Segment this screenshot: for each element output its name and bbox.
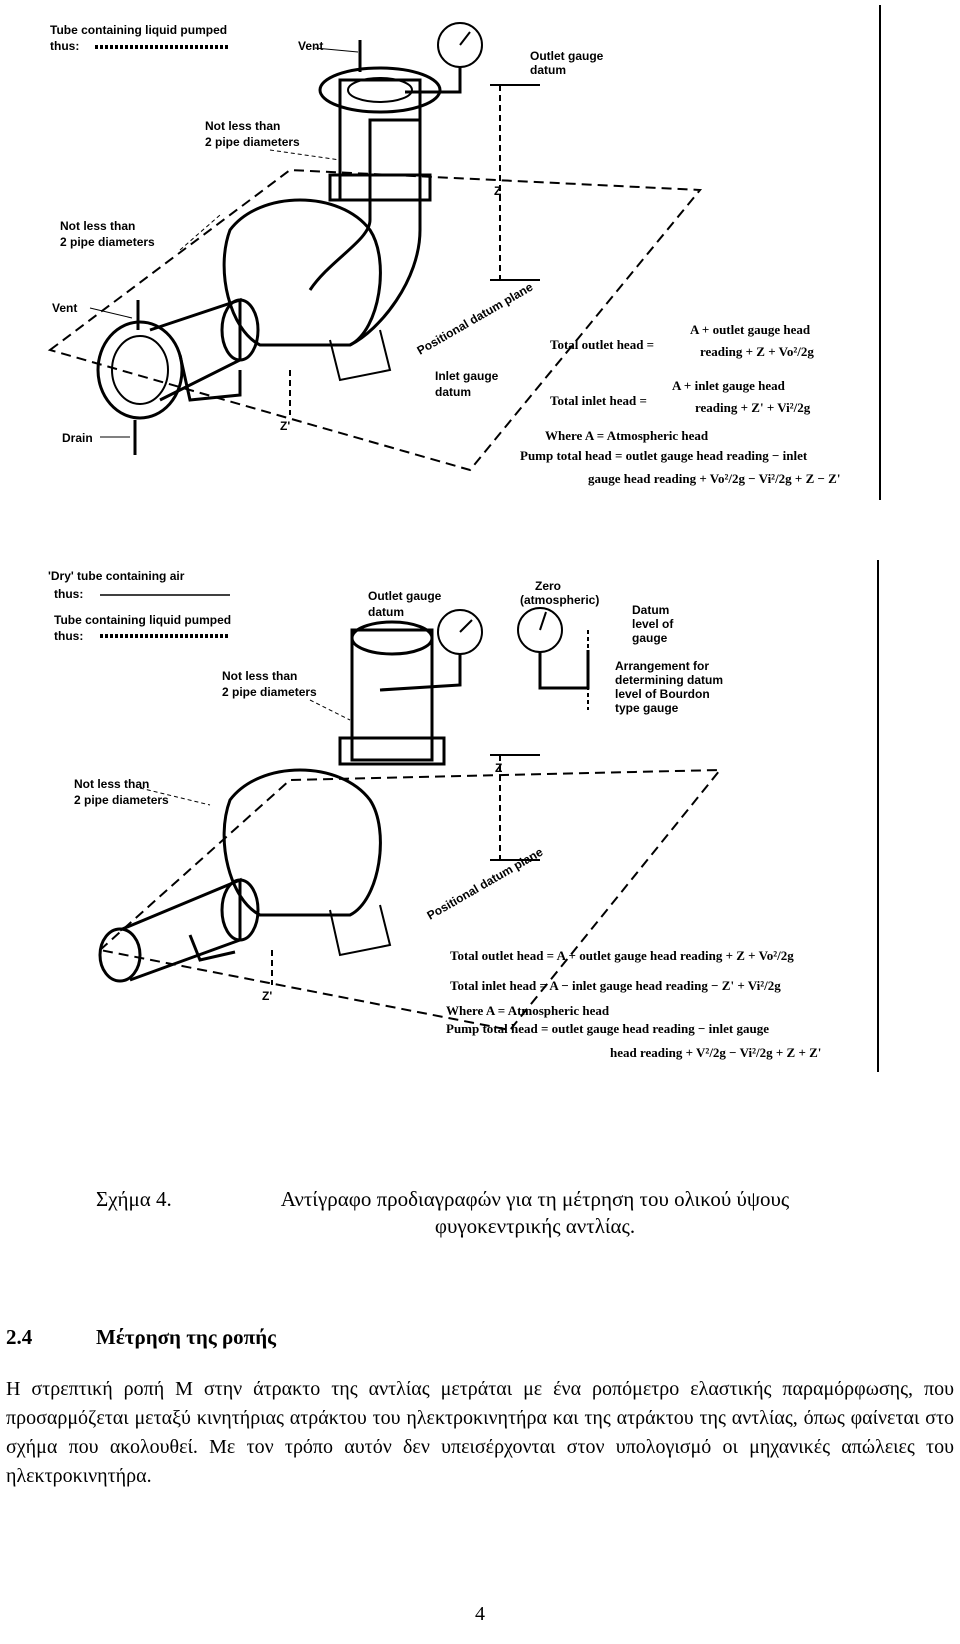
datum-level-label-3: gauge (632, 631, 668, 645)
zero-label-2: (atmospheric) (520, 593, 599, 607)
legend-tube-text-bottom: Tube containing liquid pumped (54, 613, 231, 627)
pump-diagram-bottom: 'Dry' tube containing air thus: Tube con… (48, 560, 879, 1072)
arrangement-label-2: determining datum (615, 673, 723, 687)
not-less-than-bottom-2: Not less than (74, 777, 149, 791)
legend-thus-text: thus: (50, 39, 79, 53)
pipe-diameters-label-2: 2 pipe diameters (60, 235, 155, 249)
outlet-gauge-datum-label-bottom-2: datum (368, 605, 404, 619)
z-prime-label-bottom: Z' (262, 989, 272, 1003)
arrangement-label-1: Arrangement for (615, 659, 709, 673)
outlet-gauge-datum-label-2: datum (530, 63, 566, 77)
legend-dry-text: 'Dry' tube containing air (48, 569, 185, 583)
eq-total-inlet-c: reading + Z' + Vi²/2g (695, 400, 811, 415)
page-number: 4 (475, 1603, 485, 1625)
eq-bottom-1: Total outlet head = A + outlet gauge hea… (450, 948, 794, 963)
arrangement-label-3: level of Bourdon (615, 687, 710, 701)
z-label: Z (494, 184, 501, 198)
positional-datum-plane-label: Positional datum plane (415, 280, 536, 358)
eq-total-outlet-b: A + outlet gauge head (690, 322, 811, 337)
body-paragraph: Η στρεπτική ροπή Μ στην άτρακτο της αντλ… (6, 1378, 954, 1487)
section-title: Μέτρηση της ροπής (96, 1325, 276, 1349)
outlet-gauge-datum-label: Outlet gauge (530, 49, 604, 63)
positional-datum-plane-label-bottom: Positional datum plane (425, 845, 546, 923)
eq-total-inlet-a: Total inlet head = (550, 393, 647, 408)
outlet-gauge-datum-label-bottom: Outlet gauge (368, 589, 442, 603)
drain-label: Drain (62, 431, 93, 445)
z-label-bottom: Z (495, 761, 502, 775)
legend-thus-1: thus: (54, 587, 83, 601)
eq-total-inlet-b: A + inlet gauge head (672, 378, 786, 393)
legend-tube-text: Tube containing liquid pumped (50, 23, 227, 37)
arrangement-label-4: type gauge (615, 701, 679, 715)
inlet-gauge-datum-label: Inlet gauge (435, 369, 499, 383)
not-less-than-label-1: Not less than (205, 119, 280, 133)
not-less-than-label-2: Not less than (60, 219, 135, 233)
pipe-diameters-label-1: 2 pipe diameters (205, 135, 300, 149)
section-heading: 2.4 Μέτρηση της ροπής (6, 1325, 276, 1350)
eq-bottom-3: Where A = Atmospheric head (446, 1003, 610, 1018)
eq-bottom-4: Pump total head = outlet gauge head read… (446, 1021, 769, 1036)
figure-bottom: 'Dry' tube containing air thus: Tube con… (40, 560, 920, 1075)
caption-label: Σχήμα 4. (96, 1187, 172, 1211)
vent-top-label: Vent (298, 39, 323, 53)
eq-pump-total-1: Pump total head = outlet gauge head read… (520, 448, 808, 463)
eq-total-outlet-a: Total outlet head = (550, 337, 654, 352)
eq-bottom-5: head reading + V²/2g − Vi²/2g + Z + Z' (610, 1045, 821, 1060)
eq-total-outlet-c: reading + Z + Vo²/2g (700, 344, 814, 359)
section-number: 2.4 (6, 1325, 33, 1349)
caption-text: Αντίγραφο προδιαγραφών για τη μέτρηση το… (280, 1187, 790, 1238)
pipe-diameters-bottom-2: 2 pipe diameters (74, 793, 169, 807)
pump-diagram-top: Tube containing liquid pumped thus: Vent… (47, 5, 881, 500)
zero-label: Zero (535, 579, 561, 593)
eq-bottom-2: Total inlet head = A − inlet gauge head … (450, 978, 781, 993)
vent-left-label: Vent (52, 301, 77, 315)
datum-level-label: Datum (632, 603, 669, 617)
pipe-diameters-bottom-1: 2 pipe diameters (222, 685, 317, 699)
eq-pump-total-2: gauge head reading + Vo²/2g − Vi²/2g + Z… (588, 471, 840, 486)
z-prime-label: Z' (280, 419, 290, 433)
figure-top: Tube containing liquid pumped thus: Vent… (40, 0, 920, 505)
not-less-than-bottom-1: Not less than (222, 669, 297, 683)
inlet-gauge-datum-label-2: datum (435, 385, 471, 399)
legend-thus-2: thus: (54, 629, 83, 643)
datum-level-label-2: level of (632, 617, 674, 631)
eq-where-a: Where A = Atmospheric head (545, 428, 709, 443)
